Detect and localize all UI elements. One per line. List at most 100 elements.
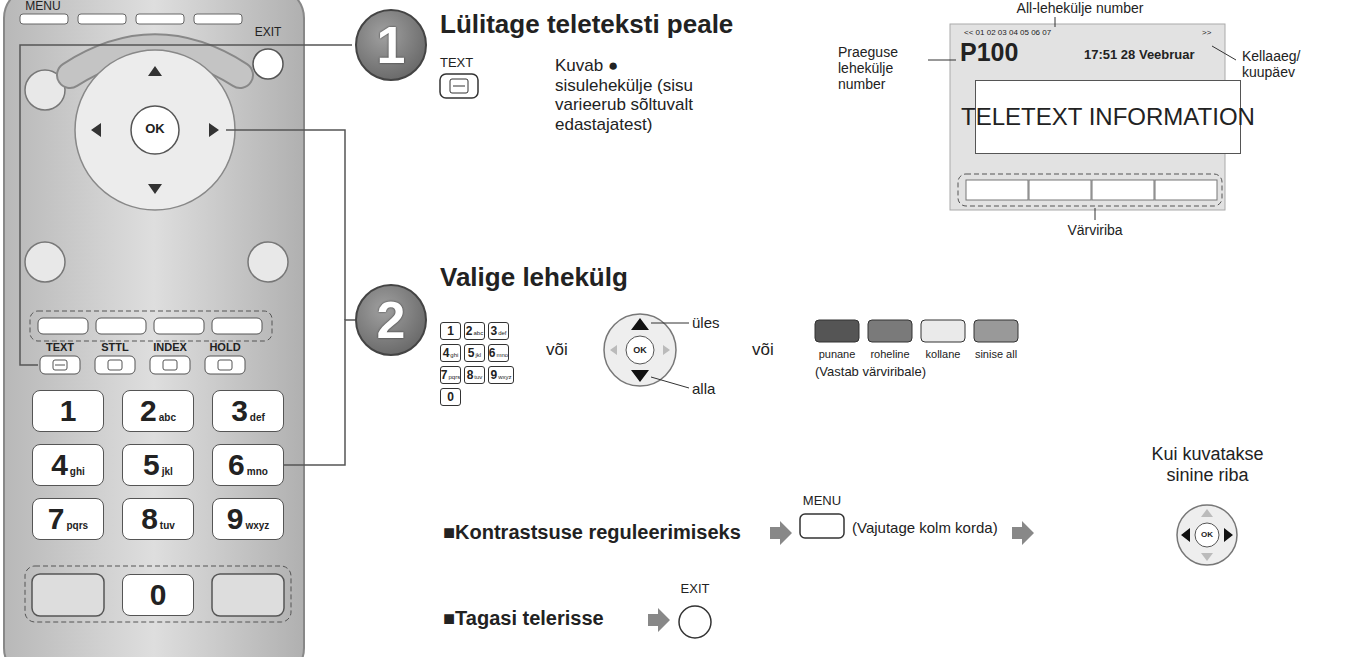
label-text: Värviriba [1040,222,1150,238]
drawn-shape [136,14,184,24]
drawn-shape [4,0,304,657]
node-text: 1 [447,324,454,338]
label-text: STTL [90,341,140,354]
number-key: 6mno [488,344,509,362]
number-key: 1 [32,390,104,432]
drawn-shape [1181,528,1233,542]
drawn-shape [40,356,245,374]
node-subtext: def [498,330,506,336]
drawn-shape [53,360,232,370]
node-text: 6 [489,346,496,360]
drawn-shape [648,608,670,632]
teletext-screen: << 01 02 03 04 05 06 07>>P10017:51 28 Ve… [950,24,1225,174]
drawn-shape [91,66,219,194]
label-text: Kuvab ● sisulehekülje (sisu varieerub sõ… [555,56,720,134]
number-key: 9wxyz [488,366,514,384]
node-subtext: tuv [160,520,175,531]
drawn-shape [450,79,468,93]
drawn-shape [440,74,478,98]
drawn-shape [868,320,912,342]
drawn-shape [928,60,956,61]
label-text: TEXT [440,56,500,71]
number-key: 4ghi [440,344,461,362]
drawn-shape [248,242,288,282]
drawn-shape [1012,521,1034,545]
number-key: 4ghi [32,444,104,486]
drawn-shape [1095,208,1096,220]
number-key: 5jkl [122,444,194,486]
drawn-shape [32,574,104,616]
text-button-icon [440,74,478,98]
drawn-shape [96,318,146,334]
label-text: TEXT [35,341,85,354]
teletext-panel: TELETEXT INFORMATION [975,80,1241,154]
drawn-shape [154,318,204,334]
node-text: 8 [141,502,158,536]
drawn-shape [20,14,68,24]
drawn-shape [1212,46,1236,60]
drawn-shape [212,574,284,616]
drawn-shape [966,180,1028,200]
label-text: või [752,340,792,360]
drawn-shape [974,320,1018,342]
node-text: 1 [377,15,406,75]
node-text: 2 [466,324,473,338]
number-key: 3def [488,322,509,340]
node-text: 1 [60,394,77,428]
node-text: 7 [441,368,448,382]
drawn-shape [610,345,670,355]
drawn-shape [921,320,965,342]
number-key: 9wxyz [212,498,284,540]
node-subtext: wxyz [245,520,269,531]
drawn-shape [679,606,711,638]
label-text: MENU [797,494,847,509]
number-key: 2abc [464,322,485,340]
drawn-shape [226,130,345,320]
number-key: 7pqrs [32,498,104,540]
node-subtext: pqrs [449,374,461,380]
number-key: 8tuv [122,498,194,540]
drawn-shape [150,356,190,374]
number-key: 2abc [122,390,194,432]
drawn-shape [53,360,67,370]
node-subtext: >> [1202,28,1211,37]
number-key: 6mno [212,444,284,486]
number-key: 5jkl [464,344,485,362]
node-text: 7 [48,502,65,536]
drawn-shape [194,14,242,24]
drawn-shape [1029,180,1091,200]
drawn-shape [626,336,654,364]
step-number: 2 [355,284,427,356]
node-subtext: ghi [70,466,85,477]
drawn-shape [78,14,126,24]
drawn-shape [1055,17,1056,27]
drawn-shape [55,365,65,366]
node-subtext: jkl [162,466,173,477]
select-page-symbols [604,314,1018,388]
node-text: << 01 02 03 04 05 06 07 [964,28,1051,37]
node-text: 9 [227,502,244,536]
node-text: 5 [143,448,160,482]
label-text: MENU [18,0,68,14]
drawn-shape [108,360,122,370]
node-subtext: abc [159,412,176,423]
drawn-shape [25,242,65,282]
label-text: OK [1192,530,1222,539]
label-text: punane [806,348,868,361]
drawn-shape [25,566,291,622]
remote-control [4,0,304,657]
label-text: OK [625,345,655,355]
node-subtext: wxyz [498,374,511,380]
drawn-shape [20,45,352,365]
number-key: 1 [440,322,461,340]
label-text: kollane [912,348,974,361]
label-text: All-lehekülje number [985,0,1175,16]
node-text: 0 [447,390,454,404]
drawn-shape [1155,180,1217,200]
label-text: EXIT [670,582,720,597]
drawn-shape [815,320,859,342]
drawn-shape [212,318,262,334]
bracket-line [20,45,352,365]
drawn-shape [958,174,1222,206]
node-text: 2 [140,394,157,428]
